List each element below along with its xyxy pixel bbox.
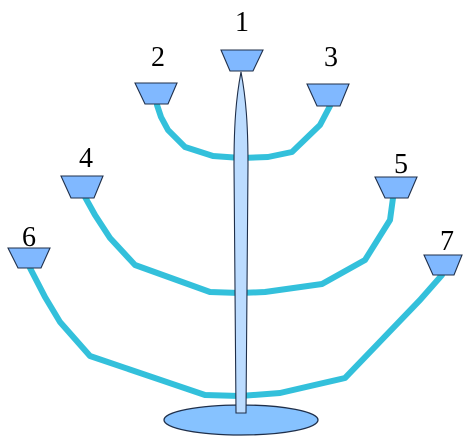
central-stem	[233, 71, 249, 414]
arm-2-3	[154, 102, 333, 161]
candle-cup-1	[220, 49, 264, 72]
holder-label-4: 4	[79, 143, 93, 174]
candle-cup-7	[423, 254, 463, 276]
arm-6-7	[27, 265, 445, 399]
holder-labels: 1 2 3 4 5 6 7	[22, 7, 454, 257]
candle-cup-2	[134, 82, 178, 105]
holder-label-3: 3	[324, 42, 338, 73]
candle-cup-4	[60, 175, 104, 199]
candle-cup-6	[7, 247, 51, 269]
holder-label-5: 5	[394, 149, 408, 180]
holder-label-6: 6	[22, 222, 36, 253]
holder-label-7: 7	[440, 226, 454, 257]
candle-cups	[7, 49, 463, 276]
candle-cup-5	[374, 176, 418, 199]
holder-label-1: 1	[235, 7, 249, 38]
candle-cup-3	[306, 83, 350, 107]
holder-label-2: 2	[151, 42, 165, 73]
